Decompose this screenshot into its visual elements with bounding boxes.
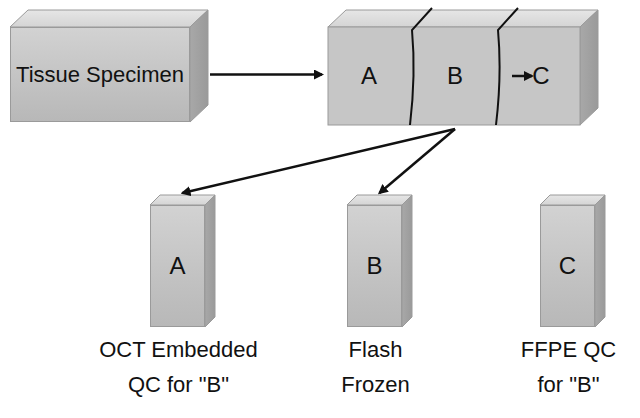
box-label: B — [366, 253, 382, 279]
box-caption: OCT Embedded QC for "B" — [94, 332, 264, 402]
specimen-section: B — [418, 29, 492, 123]
flow-arrow — [210, 73, 322, 76]
box-top — [347, 195, 412, 205]
flow-arrow — [380, 129, 456, 193]
box-caption: Flash Frozen — [326, 332, 426, 402]
specimen-faces — [10, 10, 208, 122]
box-label: C — [532, 63, 549, 89]
specimen-section: A — [330, 29, 408, 123]
flow-arrow — [512, 75, 532, 78]
box-side — [595, 195, 605, 327]
box-side — [190, 10, 208, 122]
portion-faces — [150, 195, 605, 327]
box-top — [328, 10, 598, 27]
specimen-section: C — [504, 29, 578, 123]
cut-line — [410, 8, 432, 125]
specimen-box: CFFPE QC for "B" — [540, 205, 595, 327]
cut-specimen-faces — [328, 10, 598, 125]
box-top — [540, 195, 605, 205]
box-label: C — [559, 253, 576, 279]
cut-lines — [410, 8, 518, 125]
flow-arrow — [183, 129, 456, 193]
box-caption: FFPE QC for "B" — [519, 332, 619, 402]
box-side — [580, 10, 598, 125]
box-label: Tissue Specimen — [16, 62, 184, 88]
box-side — [205, 195, 215, 327]
specimen-box: Tissue Specimen — [10, 27, 190, 122]
box-label: A — [361, 63, 377, 89]
specimen-box: BFlash Frozen — [347, 205, 402, 327]
box-label: B — [447, 63, 463, 89]
box-top — [10, 10, 208, 27]
box-side — [402, 195, 412, 327]
cut-line — [496, 8, 518, 125]
box-top — [150, 195, 215, 205]
box-label: A — [169, 253, 185, 279]
specimen-box: AOCT Embedded QC for "B" — [150, 205, 205, 327]
box-front — [328, 27, 580, 125]
